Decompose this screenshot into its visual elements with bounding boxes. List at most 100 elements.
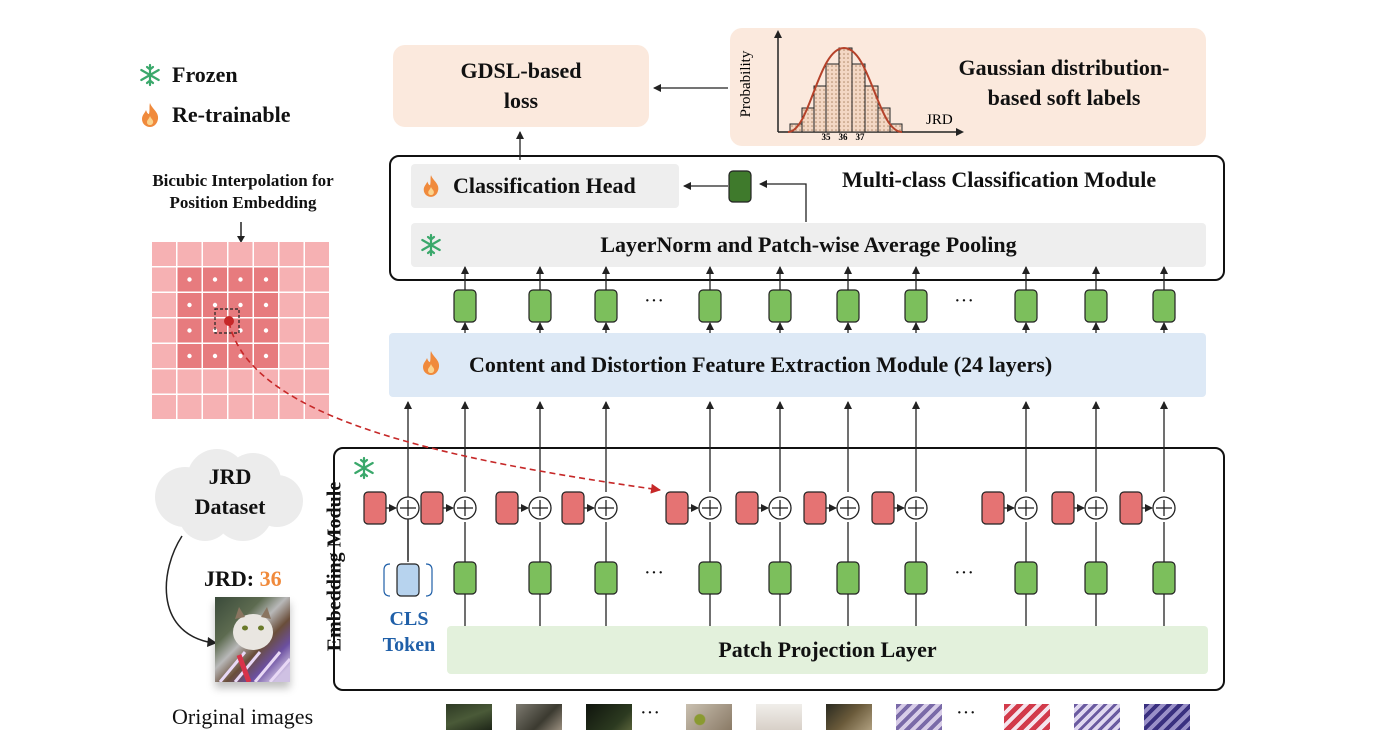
legend-retrainable: Re-trainable xyxy=(138,102,291,128)
patch-image xyxy=(826,704,872,730)
grid-cell xyxy=(152,344,176,368)
patch-projection-box: Patch Projection Layer xyxy=(447,626,1208,674)
histogram-bar xyxy=(877,107,891,133)
legend-retrainable-label: Re-trainable xyxy=(172,102,291,127)
classification-head-label: Classification Head xyxy=(453,173,636,198)
dataset-name-line1: JRD xyxy=(208,464,252,489)
jrd-score-label: JRD: xyxy=(204,566,260,591)
original-images-caption: Original images xyxy=(172,704,314,729)
interpolation-window xyxy=(214,308,240,334)
histogram-bar xyxy=(801,107,815,133)
patch-image xyxy=(686,704,732,730)
classification-module xyxy=(389,155,1225,281)
patch-image xyxy=(1004,704,1050,730)
histogram-bar xyxy=(813,85,827,133)
soft-labels-line2: based soft labels xyxy=(987,85,1141,110)
histogram-ylabel: Probability xyxy=(738,50,754,117)
cls-token-line2: Token xyxy=(382,634,436,656)
legend: Frozen Re-trainable xyxy=(138,62,291,128)
gdsl-loss-line2: loss xyxy=(503,88,539,113)
classification-module-title: Multi-class Classification Module xyxy=(842,167,1157,192)
soft-labels-text: Gaussian distribution- based soft labels xyxy=(930,53,1198,113)
grid-sample-dot xyxy=(212,302,218,308)
grid-sample-dot xyxy=(238,277,243,282)
grid-cell xyxy=(279,293,304,317)
histogram-tick-35: 35 xyxy=(822,132,832,142)
grid-cell xyxy=(177,395,202,419)
histogram-bar xyxy=(825,63,840,133)
ellipsis-mid-2: ··· xyxy=(954,562,974,584)
legend-frozen-label: Frozen xyxy=(172,62,238,87)
grid-cell xyxy=(279,395,304,419)
feature-extraction-box: Content and Distortion Feature Extractio… xyxy=(389,333,1206,397)
grid-cell xyxy=(279,318,304,343)
grid-cell xyxy=(203,242,227,266)
grid-cell xyxy=(254,395,278,419)
grid-sample-dot xyxy=(187,277,192,282)
interpolated-point xyxy=(224,316,234,326)
grid-cell xyxy=(177,369,202,394)
dataset-name-line2: Dataset xyxy=(194,494,266,519)
output-token xyxy=(904,289,928,323)
grid-cell xyxy=(254,242,278,266)
output-token xyxy=(1152,289,1176,323)
grid-cell xyxy=(152,242,176,266)
grid-cell xyxy=(305,395,329,419)
legend-frozen: Frozen xyxy=(138,62,291,88)
grid-cell xyxy=(203,395,227,419)
snowflake-icon xyxy=(419,233,443,257)
pooling-label: LayerNorm and Patch-wise Average Pooling xyxy=(600,232,1017,257)
output-token xyxy=(698,289,722,323)
grid-sample-dot xyxy=(187,328,192,333)
ellipsis-top-1: ··· xyxy=(644,290,664,312)
grid-cell xyxy=(152,369,176,394)
bicubic-title-line2: Position Embedding xyxy=(169,193,317,212)
patch-image xyxy=(1074,704,1120,730)
soft-labels-line1: Gaussian distribution- xyxy=(958,55,1170,80)
histogram-tick-37: 37 xyxy=(856,132,866,142)
grid-cell xyxy=(228,242,253,266)
histogram-bar xyxy=(851,63,866,133)
patch-image xyxy=(896,704,942,730)
grid-sample-dot xyxy=(263,353,269,359)
output-token xyxy=(453,289,477,323)
ellipsis-top-2: ··· xyxy=(954,290,974,312)
grid-sample-dot xyxy=(212,277,218,282)
grid-sample-dot xyxy=(238,353,243,359)
grid-cell xyxy=(305,369,329,394)
grid-cell xyxy=(152,293,176,317)
snowflake-icon xyxy=(352,456,376,480)
grid-sample-dot xyxy=(212,353,218,359)
cls-token-label: CLS Token xyxy=(378,606,440,658)
patch-image xyxy=(586,704,632,730)
flame-icon xyxy=(419,174,443,198)
gaussian-histogram: Probability JRD 35 36 37 xyxy=(738,30,964,142)
pooling-box: LayerNorm and Patch-wise Average Pooling xyxy=(411,223,1206,267)
ellipsis-patch-1: ··· xyxy=(640,702,660,724)
grid-cell xyxy=(305,242,329,266)
grid-sample-dot xyxy=(187,353,192,359)
grid-sample-dot xyxy=(238,302,243,308)
snowflake-icon xyxy=(138,63,162,87)
gdsl-loss-box: GDSL-based loss xyxy=(393,45,649,127)
grid-cell xyxy=(152,318,176,343)
output-token xyxy=(1014,289,1038,323)
patch-projection-label: Patch Projection Layer xyxy=(718,637,937,662)
grid-cell xyxy=(152,395,176,419)
output-token xyxy=(768,289,792,323)
grid-cell xyxy=(228,369,253,394)
ellipsis-patch-2: ··· xyxy=(956,702,976,724)
grid-sample-dot xyxy=(263,277,269,282)
grid-cell xyxy=(254,369,278,394)
grid-cell xyxy=(152,267,176,292)
grid-cell xyxy=(279,242,304,266)
bicubic-title-line1: Bicubic Interpolation for xyxy=(152,171,334,190)
output-token xyxy=(836,289,860,323)
grid-cell xyxy=(279,344,304,368)
grid-cell xyxy=(305,318,329,343)
patch-image xyxy=(446,704,492,730)
grid-sample-dot xyxy=(187,302,192,308)
histogram-bar xyxy=(864,85,879,133)
feature-extraction-label: Content and Distortion Feature Extractio… xyxy=(469,352,1053,377)
bicubic-grid-figure xyxy=(152,222,329,419)
